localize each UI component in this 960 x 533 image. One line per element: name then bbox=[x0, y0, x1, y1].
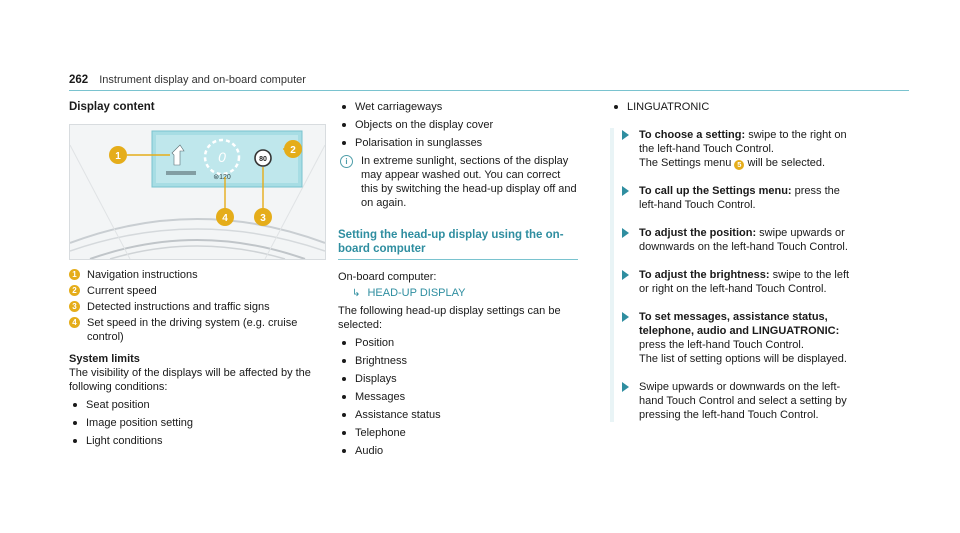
legend-text: Set speed in the driving system (e.g. cr… bbox=[87, 317, 298, 343]
legend-item: 2 Current speed bbox=[69, 284, 324, 298]
legend-number: 2 bbox=[69, 285, 80, 296]
list-item: Audio bbox=[338, 444, 578, 458]
step-label: To adjust the brightness: bbox=[639, 269, 770, 281]
step: To set messages, assistance status, tele… bbox=[614, 310, 850, 366]
system-limits-list: Seat position Image position setting Lig… bbox=[69, 398, 324, 448]
legend-list: 1 Navigation instructions 2 Current spee… bbox=[69, 268, 324, 344]
legend-item: 3 Detected instructions and traffic sign… bbox=[69, 300, 324, 314]
list-item: Polarisation in sunglasses bbox=[338, 136, 578, 150]
list-item: Brightness bbox=[338, 354, 578, 368]
step: To call up the Settings menu: press the … bbox=[614, 184, 850, 212]
system-limits-heading: System limits bbox=[69, 353, 140, 365]
step-text: swipe upwards or downwards on the left-h… bbox=[639, 227, 848, 253]
column-right: LINGUATRONIC To choose a setting: swipe … bbox=[610, 100, 850, 422]
svg-text:1: 1 bbox=[115, 151, 121, 162]
list-item: Wet carriageways bbox=[338, 100, 578, 114]
step: To adjust the brightness: swipe to the l… bbox=[614, 268, 850, 296]
callout-2 bbox=[284, 140, 302, 158]
callout-4 bbox=[216, 208, 234, 226]
legend-text: Detected instructions and traffic signs bbox=[87, 301, 270, 313]
step-text: swipe to the right on the left-hand Touc… bbox=[639, 129, 847, 155]
callout-1 bbox=[109, 146, 127, 164]
path-intro: On-board computer: bbox=[338, 271, 437, 283]
menu-path: ↳ HEAD-UP DISPLAY bbox=[352, 286, 578, 301]
settings-list: Position Brightness Displays Messages As… bbox=[338, 336, 578, 458]
list-item: Position bbox=[338, 336, 578, 350]
list-item: Messages bbox=[338, 390, 578, 404]
page-number: 262 bbox=[69, 74, 89, 86]
list-item: Seat position bbox=[69, 398, 324, 412]
set-speed-value: ⊜120 bbox=[213, 174, 231, 181]
step-text: swipe to the left or right on the left-h… bbox=[639, 269, 850, 295]
page-header: 262 Instrument display and on-board comp… bbox=[69, 73, 909, 91]
step-arrow-icon bbox=[622, 270, 629, 280]
hud-figure: 0 ⊜120 80 1 2 3 4 bbox=[69, 124, 326, 260]
step: To choose a setting: swipe to the right … bbox=[614, 128, 850, 170]
step-arrow-icon bbox=[622, 312, 629, 322]
speed-limit-value: 80 bbox=[259, 156, 267, 163]
settings-list-continued: LINGUATRONIC bbox=[610, 100, 850, 114]
header-rule bbox=[69, 90, 909, 91]
step-extra: The Settings menu bbox=[639, 157, 735, 169]
column-middle: Wet carriageways Objects on the display … bbox=[338, 100, 578, 462]
display-content-heading: Display content bbox=[69, 101, 155, 113]
legend-text: Navigation instructions bbox=[87, 269, 198, 281]
svg-text:2: 2 bbox=[290, 145, 296, 156]
list-item: Objects on the display cover bbox=[338, 118, 578, 132]
callout-3 bbox=[254, 208, 272, 226]
legend-text: Current speed bbox=[87, 285, 157, 297]
column-left: Display content 0 ⊜120 80 bbox=[69, 100, 326, 452]
step-label: To choose a setting: bbox=[639, 129, 746, 141]
step-arrow-icon bbox=[622, 228, 629, 238]
path-arrow-icon: ↳ bbox=[352, 288, 361, 299]
step-text: Swipe upwards or downwards on the left-h… bbox=[639, 381, 847, 421]
legend-item: 1 Navigation instructions bbox=[69, 268, 324, 282]
legend-number: 4 bbox=[69, 317, 80, 328]
step: To adjust the position: swipe upwards or… bbox=[614, 226, 850, 254]
steps: To choose a setting: swipe to the right … bbox=[610, 128, 850, 422]
legend-item: 4 Set speed in the driving system (e.g. … bbox=[69, 316, 324, 344]
conditions-list: Wet carriageways Objects on the display … bbox=[338, 100, 578, 150]
step-label: To set messages, assistance status, tele… bbox=[639, 311, 840, 337]
section-heading: Setting the head-up display using the on… bbox=[338, 228, 578, 260]
list-item: Telephone bbox=[338, 426, 578, 440]
legend-number: 3 bbox=[69, 301, 80, 312]
step-arrow-icon bbox=[622, 186, 629, 196]
page-header-title: Instrument display and on-board computer bbox=[99, 74, 306, 86]
step-extra-post: will be selected. bbox=[744, 157, 826, 169]
svg-text:3: 3 bbox=[260, 213, 266, 224]
step-arrow-icon bbox=[622, 382, 629, 392]
step-badge: 5 bbox=[734, 160, 745, 170]
step-label: To call up the Settings menu: bbox=[639, 185, 792, 197]
system-limits-intro: The visibility of the displays will be a… bbox=[69, 367, 311, 393]
current-speed-value: 0 bbox=[218, 149, 226, 165]
info-icon: i bbox=[340, 155, 353, 168]
step-label: To adjust the position: bbox=[639, 227, 757, 239]
step-arrow-icon bbox=[622, 130, 629, 140]
list-item: Displays bbox=[338, 372, 578, 386]
settings-intro: The following head-up display settings c… bbox=[338, 305, 561, 331]
list-item: Image position setting bbox=[69, 416, 324, 430]
svg-text:4: 4 bbox=[222, 213, 228, 224]
list-item: LINGUATRONIC bbox=[610, 100, 850, 114]
step-extra: The list of setting options will be disp… bbox=[639, 353, 847, 365]
menu-path-text: HEAD-UP DISPLAY bbox=[367, 287, 466, 299]
legend-number: 1 bbox=[69, 269, 80, 280]
info-note-text: In extreme sunlight, sections of the dis… bbox=[361, 155, 577, 209]
list-item: Light conditions bbox=[69, 434, 324, 448]
hud-illustration: 0 ⊜120 80 1 2 3 4 bbox=[70, 130, 325, 259]
step: Swipe upwards or downwards on the left-h… bbox=[614, 380, 850, 422]
step-text: press the left-hand Touch Control. bbox=[639, 339, 804, 351]
step-text: press the left-hand Touch Control. bbox=[639, 185, 840, 211]
list-item: Assistance status bbox=[338, 408, 578, 422]
info-note: i In extreme sunlight, sections of the d… bbox=[338, 154, 578, 210]
navigation-arrow-icon bbox=[171, 144, 185, 166]
